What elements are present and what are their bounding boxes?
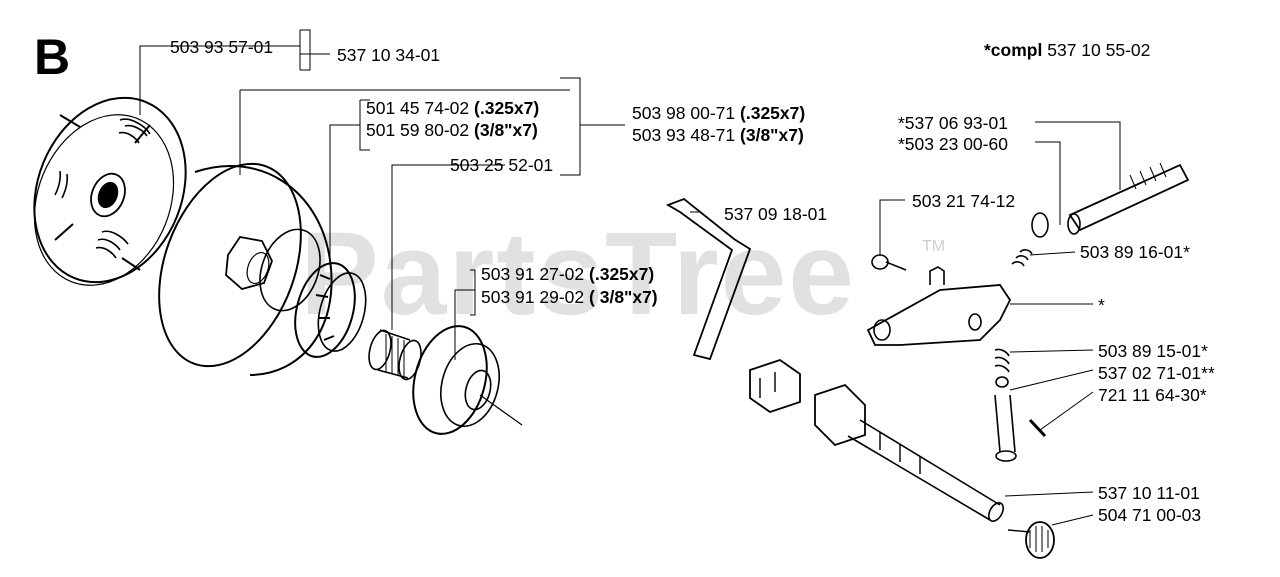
part-label[interactable]: 501 45 74-02 (.325x7) [366, 99, 539, 117]
part-spec: (3/8"x7) [740, 125, 804, 145]
part-label[interactable]: * [1098, 296, 1105, 314]
part-number: 503 93 48-71 [632, 125, 736, 145]
leader-lines [139, 29, 1121, 526]
part-number: 537 10 34-01 [337, 45, 441, 65]
part-label[interactable]: 503 93 48-71 (3/8"x7) [632, 126, 804, 144]
part-spec: (3/8"x7) [474, 120, 538, 140]
part-number: 503 25 52-01 [450, 155, 554, 175]
part-number: 503 89 15-01* [1098, 341, 1208, 361]
part-number: 501 59 80-02 [366, 120, 470, 140]
part-label[interactable]: 537 10 34-01 [337, 46, 440, 64]
part-number: * [1098, 295, 1105, 315]
spur-sprocket-drawing [412, 325, 523, 435]
rim-sprocket-drawing [294, 262, 367, 358]
brake-lever-drawing [665, 197, 801, 413]
part-number: 721 11 64-30* [1098, 385, 1207, 405]
part-number: 503 21 74-12 [912, 191, 1016, 211]
part-label[interactable]: 503 25 52-01 [450, 156, 553, 174]
oil-pump-shaft-drawing [814, 383, 1005, 522]
part-number: 537 10 11-01 [1098, 483, 1200, 503]
part-label[interactable]: 504 71 00-03 [1098, 506, 1201, 524]
part-label[interactable]: 503 91 29-02 ( 3/8"x7) [481, 288, 658, 306]
part-label[interactable]: 537 02 71-01** [1098, 364, 1215, 382]
part-number: 503 91 29-02 [481, 287, 585, 307]
part-spec: (.325x7) [589, 264, 655, 284]
part-spec: (.325x7) [474, 98, 540, 118]
part-number: 504 71 00-03 [1098, 505, 1202, 525]
part-label[interactable]: 537 10 11-01 [1098, 484, 1200, 502]
part-label[interactable]: 503 91 27-02 (.325x7) [481, 265, 654, 283]
part-number: *537 06 93-01 [898, 113, 1008, 133]
complete-assembly-note: *compl 537 10 55-02 [984, 40, 1150, 61]
drive-shaft-drawing [1031, 162, 1190, 238]
part-label[interactable]: 503 98 00-71 (.325x7) [632, 104, 805, 122]
part-label[interactable]: 503 21 74-12 [912, 192, 1015, 210]
part-label[interactable]: 503 89 15-01* [1098, 342, 1208, 360]
part-number: 503 93 57-01 [170, 37, 274, 57]
part-label[interactable]: 501 59 80-02 (3/8"x7) [366, 121, 538, 139]
part-label[interactable]: *503 23 00-60 [898, 135, 1008, 153]
adjusting-screw-drawing [1007, 521, 1055, 559]
clutch-drawing [33, 96, 187, 286]
part-number: 537 02 71-01** [1098, 363, 1215, 383]
part-label[interactable]: 537 09 18-01 [724, 205, 827, 223]
compl-number: 537 10 55-02 [1047, 40, 1151, 60]
part-number: 503 89 16-01* [1080, 242, 1190, 262]
part-spec: ( 3/8"x7) [589, 287, 658, 307]
part-label[interactable]: 721 11 64-30* [1098, 386, 1207, 404]
part-number: 501 45 74-02 [366, 98, 470, 118]
part-number: *503 23 00-60 [898, 134, 1008, 154]
part-spec: (.325x7) [740, 103, 806, 123]
part-label[interactable]: *537 06 93-01 [898, 114, 1008, 132]
part-label[interactable]: 503 89 16-01* [1080, 243, 1190, 261]
part-label[interactable]: 503 93 57-01 [170, 38, 273, 56]
part-number: 503 91 27-02 [481, 264, 585, 284]
part-number: 503 98 00-71 [632, 103, 736, 123]
watermark-trademark: TM [922, 238, 946, 255]
pump-housing-drawing [866, 266, 1012, 346]
screw-and-springs-drawing [871, 249, 1047, 462]
compl-prefix: *compl [984, 40, 1043, 60]
part-number: 537 09 18-01 [724, 204, 828, 224]
section-letter: B [34, 29, 71, 85]
